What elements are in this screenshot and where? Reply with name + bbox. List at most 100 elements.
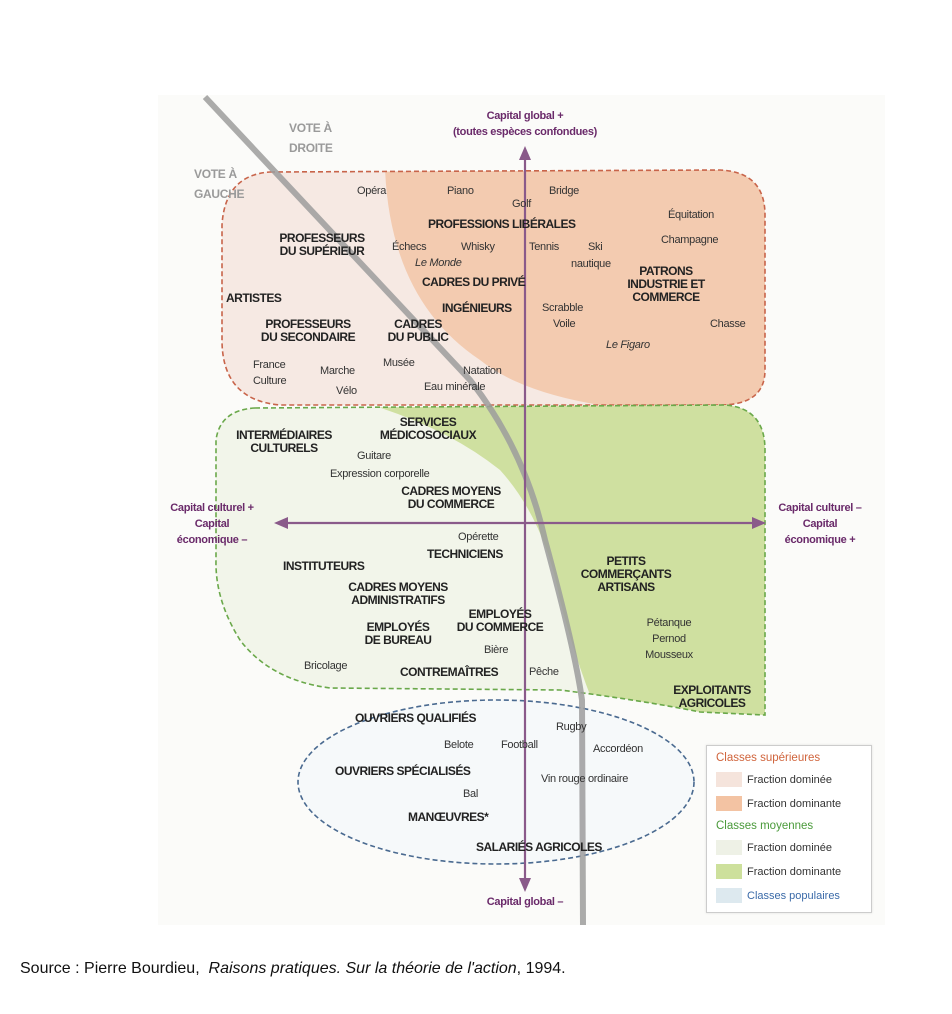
practice-line: Pétanque bbox=[646, 617, 692, 629]
axes bbox=[274, 146, 766, 892]
practice-label: Belote bbox=[444, 739, 474, 751]
legend-item-label: Fraction dominée bbox=[747, 841, 832, 854]
practice-label: Guitare bbox=[357, 450, 391, 462]
class-label: CADRES DU PRIVÉ bbox=[422, 275, 526, 289]
class-line: INDUSTRIE ET bbox=[627, 277, 705, 291]
class-line: PETITS bbox=[606, 554, 646, 568]
swatch-sup-dominante bbox=[716, 796, 742, 811]
middle-dominant-fraction bbox=[375, 405, 765, 715]
practice-label: Bal bbox=[463, 788, 478, 800]
practice-label: Tennis bbox=[529, 241, 559, 253]
class-label: CONTREMAÎTRES bbox=[400, 665, 499, 679]
practice-label: Natation bbox=[463, 365, 502, 377]
class-line: DE BUREAU bbox=[364, 633, 432, 647]
practice-label: Football bbox=[501, 739, 538, 751]
practice-label: Opéra bbox=[357, 185, 387, 197]
vote-gauche-label: VOTE À GAUCHE bbox=[194, 164, 245, 204]
legend-item: Fraction dominée bbox=[716, 840, 832, 855]
vote-droite-label: VOTE À DROITE bbox=[289, 118, 333, 158]
class-line: COMMERÇANTS bbox=[580, 567, 672, 581]
practice-line: Mousseux bbox=[645, 649, 693, 661]
class-line: COMMERCE bbox=[632, 290, 700, 304]
axis-top-line: Capital global + bbox=[486, 110, 564, 122]
legend-item-label: Fraction dominante bbox=[747, 865, 842, 878]
practice-label: Chasse bbox=[710, 318, 746, 330]
axis-left-line: Capital bbox=[194, 518, 230, 530]
legend-item: Fraction dominante bbox=[716, 796, 841, 811]
vote-line: VOTE À bbox=[194, 167, 237, 181]
vote-line: GAUCHE bbox=[194, 187, 245, 201]
practice-label: Champagne bbox=[661, 234, 719, 246]
swatch-moy-dominante bbox=[716, 864, 742, 879]
class-label: OUVRIERS SPÉCIALISÉS bbox=[335, 764, 471, 778]
practice-label: Opérette bbox=[458, 531, 499, 543]
legend-item: Fraction dominée bbox=[716, 772, 832, 787]
legend-item-label: Classes populaires bbox=[747, 889, 840, 902]
practice-label: Échecs bbox=[392, 241, 427, 253]
caption-suffix: , 1994. bbox=[516, 960, 566, 977]
vote-line: VOTE À bbox=[289, 121, 332, 135]
class-label: ARTISTES bbox=[226, 291, 282, 305]
practice-label: Ski bbox=[588, 241, 603, 253]
swatch-sup-dominee bbox=[716, 772, 742, 787]
vote-line: DROITE bbox=[289, 141, 333, 155]
practice-label: Équitation bbox=[668, 209, 714, 221]
class-line: DU SECONDAIRE bbox=[260, 330, 356, 344]
swatch-moy-dominee bbox=[716, 840, 742, 855]
upper-class-border bbox=[221, 169, 766, 406]
class-line: INTERMÉDIAIRES bbox=[236, 428, 332, 442]
practice-label: Rugby bbox=[556, 721, 587, 733]
practice-label: Scrabble bbox=[542, 302, 584, 314]
practice-label: Eau minérale bbox=[424, 381, 486, 393]
practice-label: Vin rouge ordinaire bbox=[541, 773, 629, 785]
class-label: OUVRIERS QUALIFIÉS bbox=[355, 711, 477, 725]
class-line: DU PUBLIC bbox=[387, 330, 449, 344]
legend-item: Fraction dominante bbox=[716, 864, 841, 879]
class-line: DU COMMERCE bbox=[407, 497, 495, 511]
practice-label: Accordéon bbox=[593, 743, 643, 755]
practice-label: Musée bbox=[383, 357, 415, 369]
legend-item-label: Fraction dominée bbox=[747, 773, 832, 786]
axis-top-line: (toutes espèces confondues) bbox=[452, 126, 598, 138]
caption-prefix: Source : Pierre Bourdieu, bbox=[20, 960, 209, 977]
class-line: SERVICES bbox=[399, 415, 457, 429]
vote-divide-line bbox=[202, 94, 586, 926]
class-line: CULTURELS bbox=[250, 441, 318, 455]
class-line: EXPLOITANTS bbox=[673, 683, 751, 697]
axis-left-line: économique – bbox=[176, 534, 248, 546]
class-label: PROFESSIONS LIBÉRALES bbox=[428, 217, 576, 231]
legend: Classes supérieures Fraction dominée Fra… bbox=[706, 745, 872, 913]
practice-label: Vélo bbox=[336, 385, 357, 397]
practice-label: Bricolage bbox=[304, 660, 348, 672]
practice-label: Whisky bbox=[461, 241, 495, 253]
practice-label: Piano bbox=[447, 185, 474, 197]
practice-label: Expression corporelle bbox=[330, 468, 430, 480]
class-label: TECHNICIENS bbox=[427, 547, 503, 561]
practice-line: Pernod bbox=[652, 633, 686, 645]
class-line: EMPLOYÉS bbox=[468, 607, 532, 621]
practice-line: Culture bbox=[253, 375, 287, 387]
practice-label: Pêche bbox=[529, 666, 559, 678]
axis-right-line: Capital culturel – bbox=[778, 502, 862, 514]
legend-heading-sup: Classes supérieures bbox=[716, 752, 821, 764]
legend-heading-moy: Classes moyennes bbox=[716, 820, 814, 832]
caption-title: Raisons pratiques. Sur la théorie de l'a… bbox=[208, 960, 517, 977]
working-class-region bbox=[297, 699, 695, 865]
class-line: CADRES MOYENS bbox=[401, 484, 501, 498]
practice-label: Bridge bbox=[549, 185, 579, 197]
class-line: MÉDICOSOCIAUX bbox=[379, 428, 477, 442]
practice-label: nautique bbox=[571, 258, 611, 270]
axis-right-line: Capital bbox=[802, 518, 838, 530]
